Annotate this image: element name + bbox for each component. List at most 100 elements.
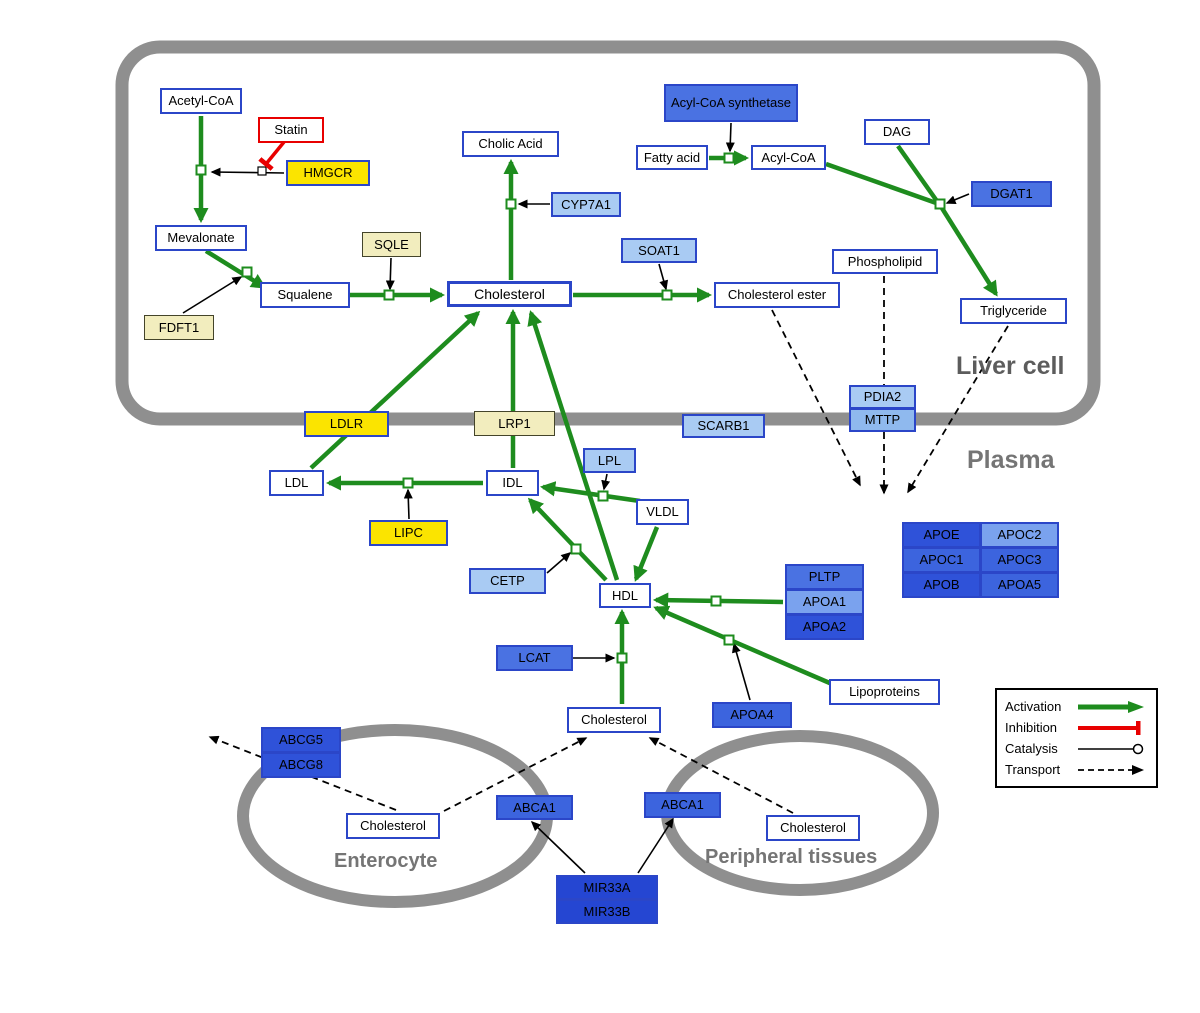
transport-abca1-enterocyte (443, 737, 588, 812)
catalysis-dgat1 (945, 193, 970, 204)
node-apoc2[interactable]: APOC2 (980, 522, 1059, 548)
catalysis-apoa4 (732, 642, 751, 701)
liver-cell-label: Liver cell (956, 352, 1065, 380)
node-cholesterol-enterocyte[interactable]: Cholesterol (346, 813, 440, 839)
catalysis-soat1 (658, 263, 669, 291)
edge-hdl-cholesterol (527, 310, 620, 581)
edge-lipoproteins-hdl (653, 605, 833, 687)
plasma-label: Plasma (967, 446, 1055, 474)
legend-row-inhibition: Inhibition (1005, 718, 1148, 737)
node-dag[interactable]: DAG (864, 119, 930, 145)
node-soat1[interactable]: SOAT1 (621, 238, 697, 263)
catalysis-lipc (403, 488, 413, 520)
liver-cell-membrane (115, 40, 1101, 426)
legend-transport-label: Transport (1005, 762, 1061, 777)
node-abca1-peripheral[interactable]: ABCA1 (644, 792, 721, 818)
node-apob[interactable]: APOB (902, 572, 981, 598)
node-ldl[interactable]: LDL (269, 470, 324, 496)
node-hmgcr[interactable]: HMGCR (286, 160, 370, 186)
catalysis-sqle (385, 257, 395, 291)
inhibition-tee-icon (1078, 720, 1141, 735)
legend: Activation Inhibition Catalysis Transpor… (995, 688, 1158, 788)
node-apoa1[interactable]: APOA1 (785, 589, 864, 615)
node-fdft1[interactable]: FDFT1 (144, 315, 214, 340)
node-sqle[interactable]: SQLE (362, 232, 421, 257)
node-apoa5[interactable]: APOA5 (980, 572, 1059, 598)
legend-row-transport: Transport (1005, 760, 1148, 779)
node-cetp[interactable]: CETP (469, 568, 546, 594)
catalysis-circle-icon (1078, 743, 1144, 754)
catalysis-edges (182, 122, 970, 874)
regulation-mir33a-abca1 (530, 820, 586, 874)
edge-dag-junction (896, 144, 941, 206)
peripheral-tissues-label: Peripheral tissues (705, 846, 878, 868)
node-lipoproteins[interactable]: Lipoproteins (829, 679, 940, 705)
node-statin[interactable]: Statin (258, 117, 324, 143)
node-mir33b[interactable]: MIR33B (556, 899, 658, 924)
transport-cholesterol-ester (771, 309, 861, 487)
node-cholesterol-liver[interactable]: Cholesterol (447, 281, 572, 307)
catalysis-lpl (601, 473, 611, 491)
node-abca1-enterocyte[interactable]: ABCA1 (496, 795, 573, 820)
node-ldlr[interactable]: LDLR (304, 411, 389, 437)
node-apoc1[interactable]: APOC1 (902, 547, 981, 573)
legend-inhibition-label: Inhibition (1005, 720, 1058, 735)
node-fatty-acid[interactable]: Fatty acid (636, 145, 708, 170)
transport-triglyceride (907, 325, 1009, 494)
catalysis-cetp (546, 552, 572, 574)
activation-arrow-icon (1078, 700, 1144, 713)
node-hdl[interactable]: HDL (599, 583, 651, 608)
node-abcg5[interactable]: ABCG5 (261, 727, 341, 753)
transport-abca1-peripheral (648, 737, 794, 814)
edge-mevalonate-squalene (204, 249, 267, 289)
node-vldl[interactable]: VLDL (636, 499, 689, 525)
transport-dashed-arrow-icon (1078, 764, 1144, 775)
node-apoa2[interactable]: APOA2 (785, 614, 864, 640)
node-cyp7a1[interactable]: CYP7A1 (551, 192, 621, 217)
node-mevalonate[interactable]: Mevalonate (155, 225, 247, 251)
node-lpl[interactable]: LPL (583, 448, 636, 473)
node-cholesterol-central[interactable]: Cholesterol (567, 707, 661, 733)
node-apoc3[interactable]: APOC3 (980, 547, 1059, 573)
edge-vldl-hdl (633, 526, 660, 582)
catalysis-hmgcr (210, 167, 285, 177)
node-scarb1[interactable]: SCARB1 (682, 414, 765, 438)
node-phospholipid[interactable]: Phospholipid (832, 249, 938, 274)
legend-catalysis-label: Catalysis (1005, 741, 1058, 756)
node-abcg8[interactable]: ABCG8 (261, 752, 341, 778)
node-dgat1[interactable]: DGAT1 (971, 181, 1052, 207)
legend-row-activation: Activation (1005, 697, 1148, 716)
catalysis-fdft1 (182, 276, 243, 314)
node-lcat[interactable]: LCAT (496, 645, 573, 671)
node-pdia2[interactable]: PDIA2 (849, 385, 916, 409)
node-triglyceride[interactable]: Triglyceride (960, 298, 1067, 324)
node-mttp[interactable]: MTTP (849, 408, 916, 432)
catalysis-anchor-square (257, 166, 267, 176)
edge-acylcoa-junction (825, 161, 940, 207)
regulation-mir33b-abca1 (637, 817, 674, 874)
node-mir33a[interactable]: MIR33A (556, 875, 658, 900)
enterocyte-label: Enterocyte (334, 850, 438, 872)
node-acetyl-coa[interactable]: Acetyl-CoA (160, 88, 242, 114)
node-apoe[interactable]: APOE (902, 522, 981, 548)
node-lrp1[interactable]: LRP1 (474, 411, 555, 436)
node-lipc[interactable]: LIPC (369, 520, 448, 546)
node-apoa4[interactable]: APOA4 (712, 702, 792, 728)
node-pltp[interactable]: PLTP (785, 564, 864, 590)
edge-ldl-cholesterol (309, 310, 481, 470)
node-cholesterol-ester[interactable]: Cholesterol ester (714, 282, 840, 308)
node-cholic-acid[interactable]: Cholic Acid (462, 131, 559, 157)
node-squalene[interactable]: Squalene (260, 282, 350, 308)
reaction-nodes (195, 152, 946, 664)
node-idl[interactable]: IDL (486, 470, 539, 496)
legend-row-catalysis: Catalysis (1005, 739, 1148, 758)
edge-vldl-idl (539, 481, 641, 504)
node-acylcoa-synthetase[interactable]: Acyl-CoA synthetase (664, 84, 798, 122)
legend-activation-label: Activation (1005, 699, 1062, 714)
activation-edges (193, 116, 998, 704)
node-cholesterol-peripheral[interactable]: Cholesterol (766, 815, 860, 841)
node-acyl-coa[interactable]: Acyl-CoA (751, 145, 826, 170)
edge-junction-triglyceride (938, 203, 998, 297)
